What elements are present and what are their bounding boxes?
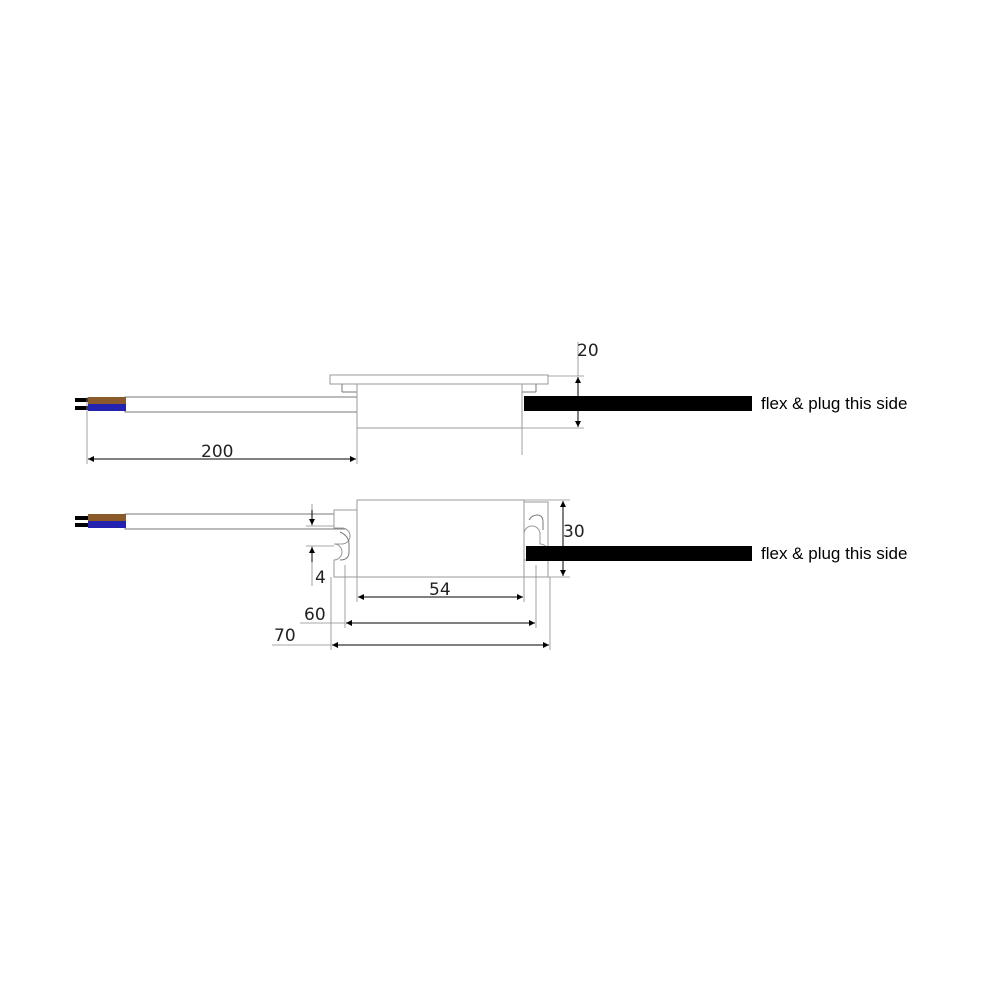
neutral-wire	[88, 404, 126, 411]
wire-conductor-bottom	[75, 406, 89, 410]
top-view-note: flex & plug this side	[761, 394, 907, 413]
tab-offset-label: 4	[315, 568, 326, 588]
wire-conductor-top-plan	[75, 516, 89, 520]
side-view: 20 200 flex & plug this side	[75, 341, 907, 464]
input-cable-sheath	[124, 396, 358, 413]
live-wire-plan	[88, 514, 126, 521]
neutral-wire-plan	[88, 521, 126, 528]
input-cable-sheath-plan	[124, 513, 360, 530]
wire-conductor-top	[75, 398, 89, 402]
mounting-plate	[329, 374, 549, 385]
overall-length-label: 70	[274, 626, 296, 646]
wire-conductor-bottom-plan	[75, 523, 89, 527]
left-slot	[339, 531, 350, 561]
right-slot	[528, 514, 544, 530]
cable-length-label: 200	[201, 442, 233, 462]
driver-body-plan	[356, 499, 525, 578]
width-label: 30	[563, 522, 585, 542]
driver-body-side	[356, 383, 523, 429]
mount-length-label: 60	[304, 605, 326, 625]
body-length-label: 54	[429, 580, 451, 600]
bottom-view-note: flex & plug this side	[761, 544, 907, 563]
height-label: 20	[577, 341, 599, 361]
output-flex-cable	[524, 396, 752, 411]
live-wire	[88, 397, 126, 404]
output-flex-cable-plan	[526, 546, 752, 561]
mounting-plate-plan	[333, 509, 358, 578]
plan-view: 30 4 54 60 70 flex & plug this side	[75, 499, 907, 650]
